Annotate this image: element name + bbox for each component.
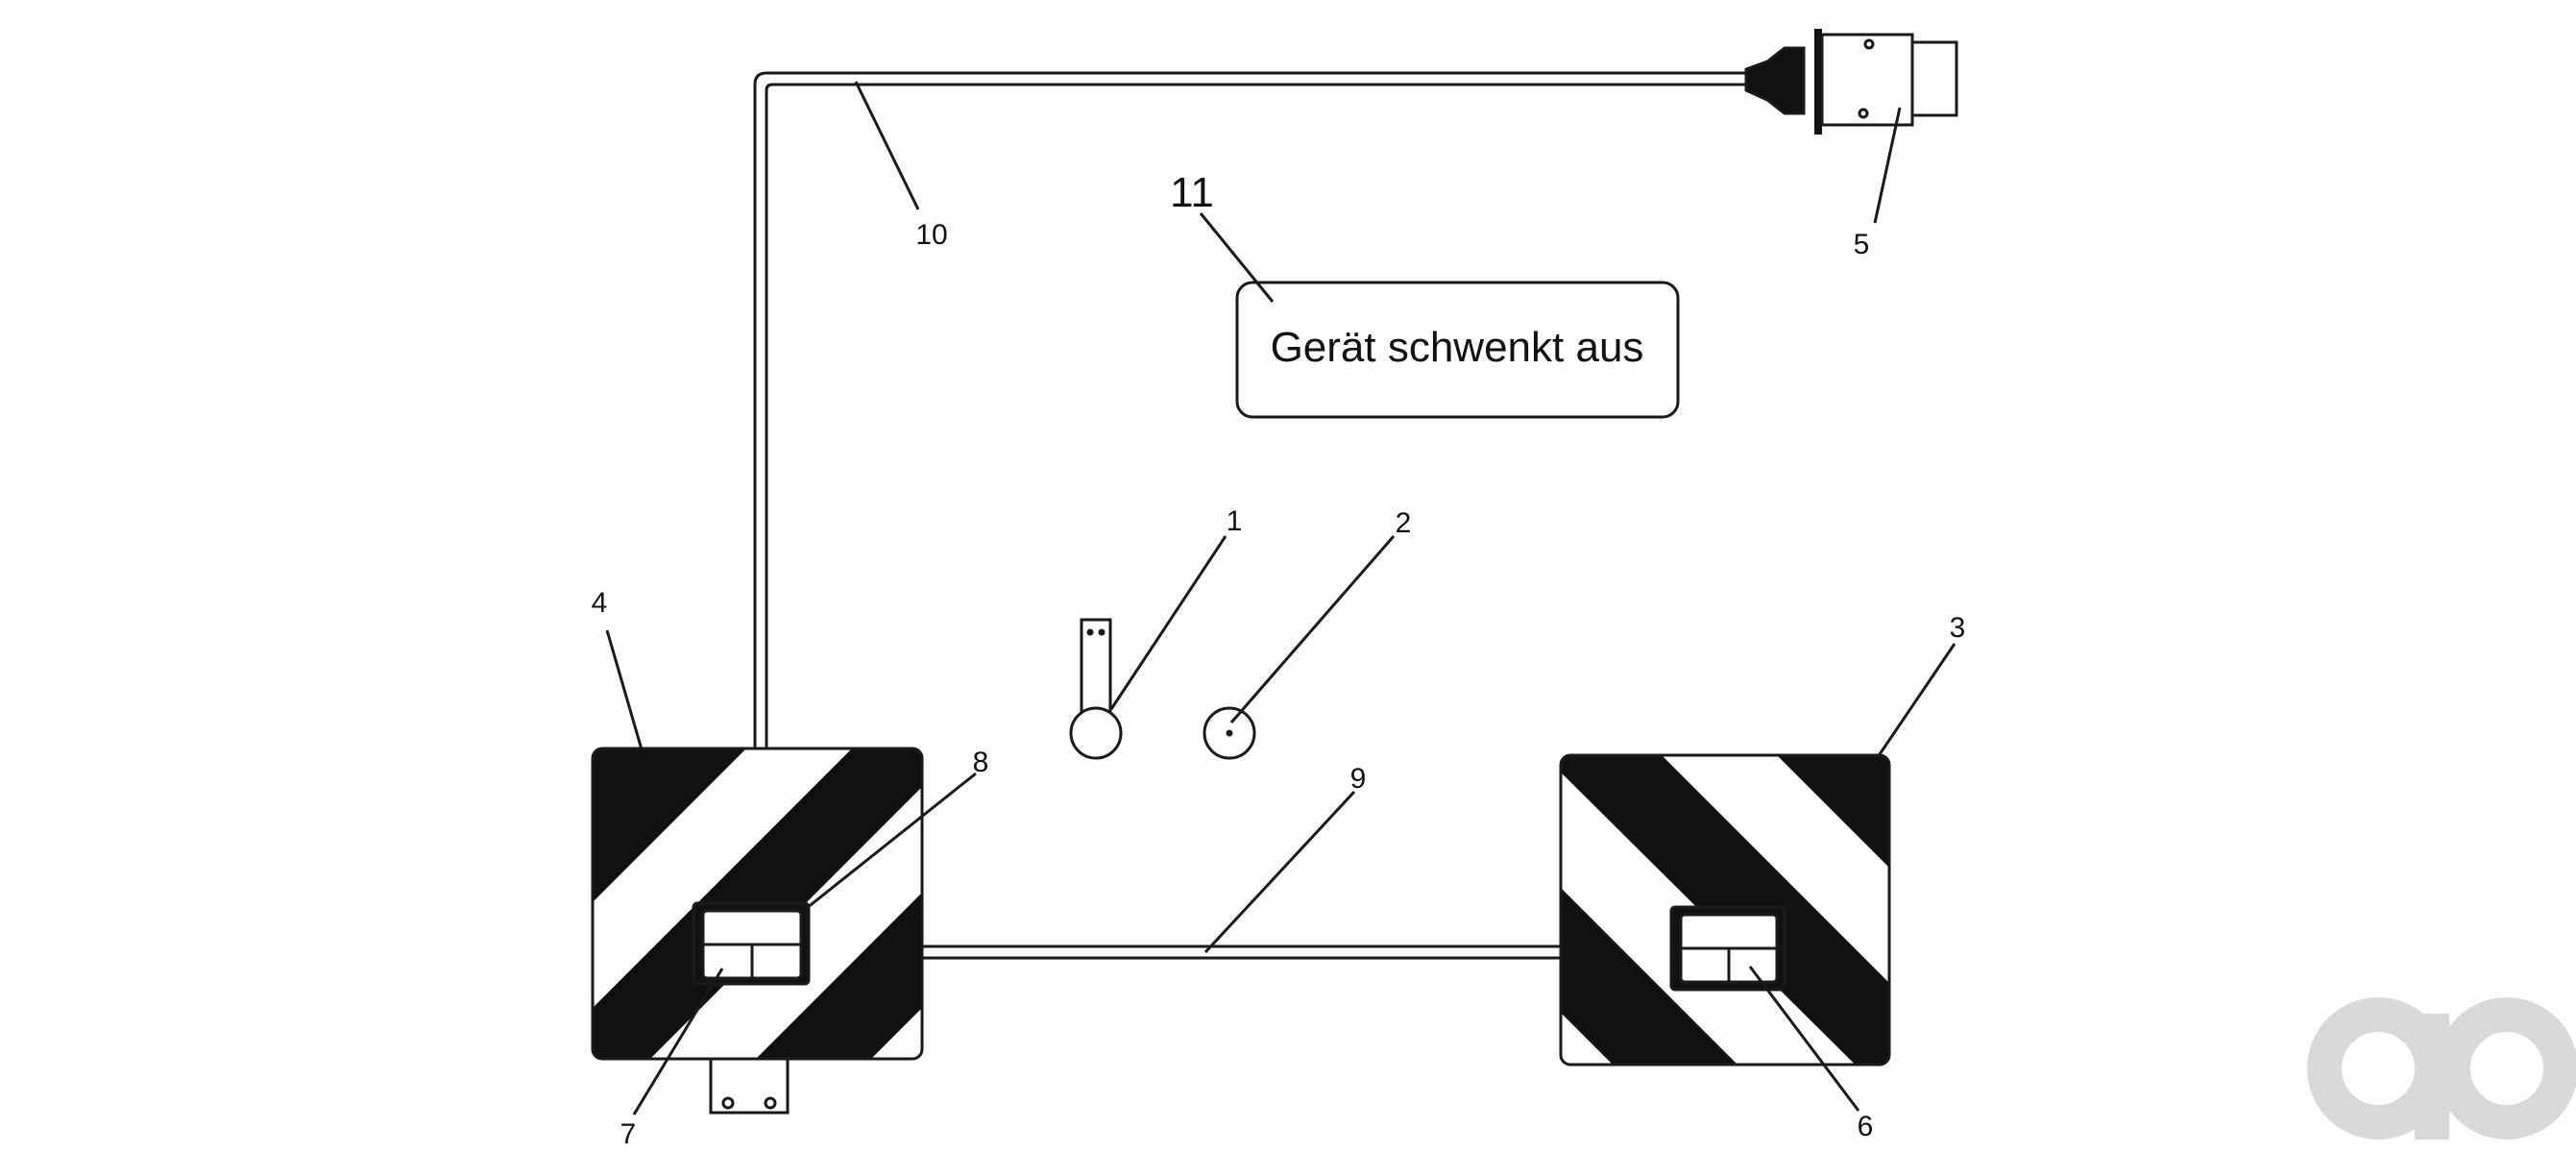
toggle-switch-icon xyxy=(1069,618,1123,760)
callout-labels: 1 2 3 4 5 6 7 8 9 10 11 xyxy=(592,169,1966,1150)
callout-9: 9 xyxy=(1350,763,1367,795)
lamp-right xyxy=(1669,905,1786,992)
callout-8: 8 xyxy=(973,747,989,778)
warning-panel-right xyxy=(1559,753,1891,1067)
callout-5: 5 xyxy=(1854,229,1870,260)
callout-6: 6 xyxy=(1858,1111,1874,1142)
cable-9 xyxy=(922,944,1561,960)
lamp-left xyxy=(692,901,811,986)
mount-bracket xyxy=(709,1057,790,1115)
callout-1: 1 xyxy=(1227,505,1243,537)
display-box-text: Gerät schwenkt aus xyxy=(1271,324,1644,371)
callout-3: 3 xyxy=(1950,612,1966,644)
cable-10 xyxy=(753,71,1748,749)
indicator-lamp-icon xyxy=(1203,706,1256,760)
callout-11: 11 xyxy=(1170,169,1214,216)
leader-lines xyxy=(605,81,1956,1116)
display-box: Gerät schwenkt aus xyxy=(1235,281,1680,419)
ao-logo-watermark xyxy=(2307,997,2576,1140)
callout-10: 10 xyxy=(915,219,947,251)
connector-plug-icon xyxy=(1744,29,1958,135)
callout-7: 7 xyxy=(620,1118,637,1150)
callout-2: 2 xyxy=(1396,507,1412,539)
warning-panel-left xyxy=(591,747,924,1061)
callout-4: 4 xyxy=(592,587,608,619)
